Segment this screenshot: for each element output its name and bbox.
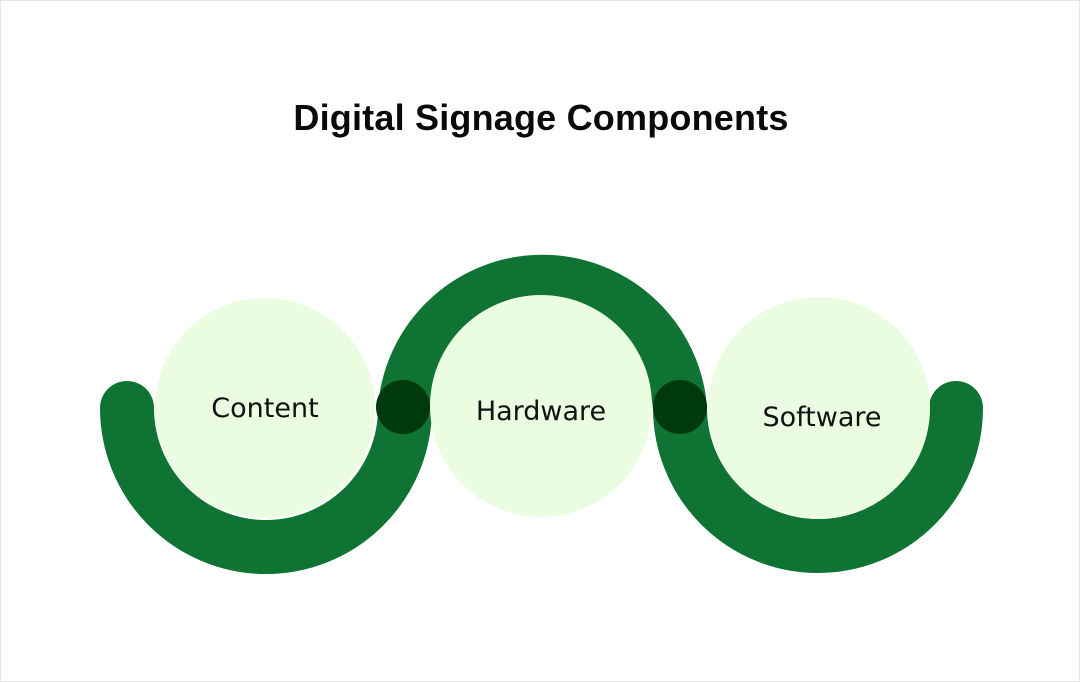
software-label: Software xyxy=(762,402,881,433)
software-circle xyxy=(708,297,930,519)
content-label: Content xyxy=(211,393,318,424)
hardware-label: Hardware xyxy=(476,396,606,427)
joint-right xyxy=(653,380,707,434)
content-circle xyxy=(155,298,375,518)
diagram-title: Digital Signage Components xyxy=(293,97,789,138)
hardware-circle xyxy=(430,295,652,517)
connector-band xyxy=(100,254,983,574)
joint-left xyxy=(376,380,430,434)
